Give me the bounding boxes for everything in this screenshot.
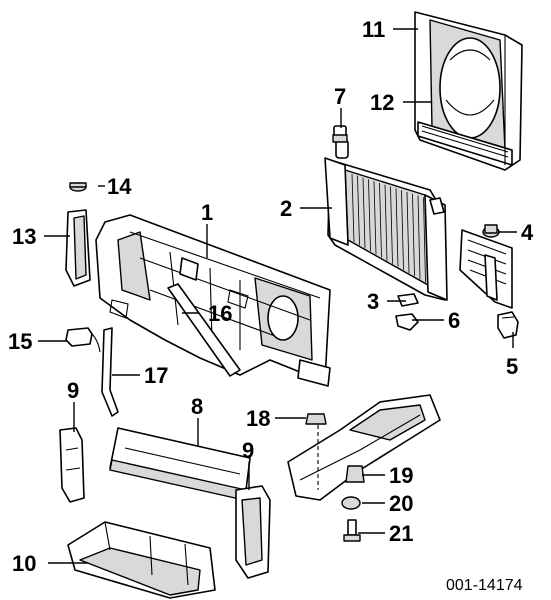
callout-2: 2	[280, 196, 292, 221]
radiator-isolator-upper	[482, 224, 500, 238]
callout-10: 10	[12, 551, 36, 576]
callout-18: 18	[246, 406, 270, 431]
nut	[345, 465, 365, 483]
radiator-core-fin	[373, 181, 377, 255]
radiator-core-fin	[379, 182, 382, 258]
callout-8: 8	[191, 394, 203, 419]
hose	[65, 327, 101, 353]
leader-lines	[38, 28, 517, 564]
plug	[69, 182, 87, 192]
callout-1: 1	[201, 200, 213, 225]
callout-12: 12	[370, 90, 394, 115]
splash-shield	[67, 521, 216, 599]
radiator	[324, 139, 448, 301]
radiator-support-panel	[95, 214, 331, 387]
radiator-side-bracket	[459, 229, 513, 309]
callout-15: 15	[8, 329, 32, 354]
callout-16: 16	[208, 301, 232, 326]
callout-21: 21	[389, 521, 413, 546]
radiator-bracket-lower	[497, 311, 519, 339]
radiator-core-fin	[357, 175, 360, 246]
radiator-core-fin	[417, 195, 421, 280]
side-deflector-left	[65, 209, 91, 287]
radiator-core-fin	[384, 184, 388, 261]
callout-13: 13	[12, 224, 36, 249]
bracket-small	[395, 313, 419, 331]
callout-4: 4	[521, 220, 534, 245]
clip	[397, 293, 419, 307]
radiator-core-fin	[351, 173, 355, 243]
radiator-cap-grommet	[332, 125, 348, 143]
radiator-core-fin	[390, 186, 393, 264]
frame-rail	[287, 394, 441, 501]
callout-14: 14	[107, 174, 132, 199]
radiator-core-fin	[362, 177, 366, 249]
radiator-core-fin	[368, 179, 371, 252]
callout-11: 11	[362, 17, 385, 42]
radiator-core-fin	[395, 188, 399, 267]
radiator-core-fin	[412, 193, 415, 277]
fan-shroud	[414, 11, 523, 171]
callout-6: 6	[448, 308, 460, 333]
support-rod	[101, 327, 119, 417]
callout-7: 7	[334, 84, 346, 109]
radiator-core-fin	[406, 191, 410, 274]
bolt	[343, 519, 361, 542]
radiator-core-fin	[423, 197, 426, 283]
callout-5: 5	[506, 354, 518, 379]
support-brace	[167, 283, 241, 377]
callout-17: 17	[144, 363, 168, 388]
callouts: 11 12 7 2 1 14 13 16 15 17 9 8 9 10 18 1…	[8, 17, 534, 576]
insulator	[341, 496, 361, 510]
callout-9-right: 9	[242, 438, 254, 463]
callout-9-left: 9	[67, 378, 79, 403]
callout-3: 3	[367, 289, 379, 314]
lower-air-deflector	[109, 427, 251, 501]
figure-reference-number: 001-14174	[446, 577, 523, 594]
radiator-core-fin	[401, 190, 404, 270]
callout-19: 19	[389, 463, 413, 488]
side-baffle-left	[59, 427, 85, 503]
side-baffle-right	[235, 485, 271, 579]
body-mount-cushion	[305, 413, 327, 425]
callout-20: 20	[389, 491, 413, 516]
